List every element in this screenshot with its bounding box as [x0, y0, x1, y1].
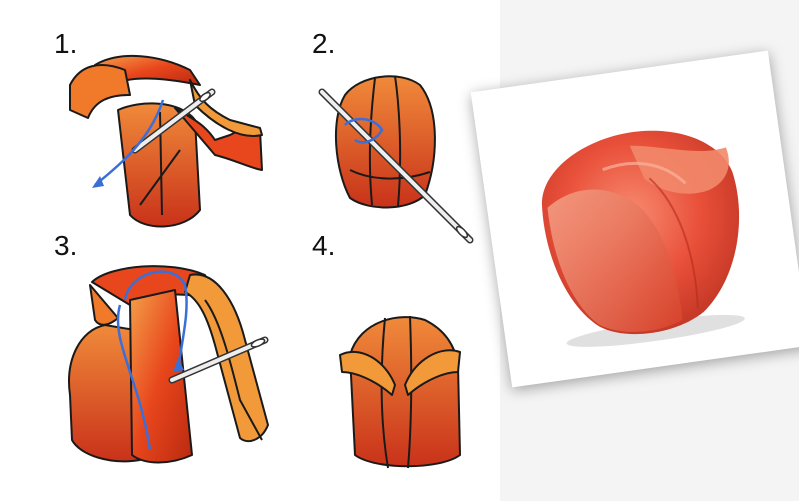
step-4-illustration — [340, 316, 460, 468]
step-illustrations — [0, 0, 500, 501]
ribbon-rose-photo-icon — [471, 51, 799, 388]
step-3-illustration — [69, 266, 268, 462]
step-1-illustration — [70, 56, 262, 227]
instruction-panel: 1. 2. 3. 4. — [0, 0, 500, 501]
ribbon-rose-photo — [471, 51, 799, 388]
